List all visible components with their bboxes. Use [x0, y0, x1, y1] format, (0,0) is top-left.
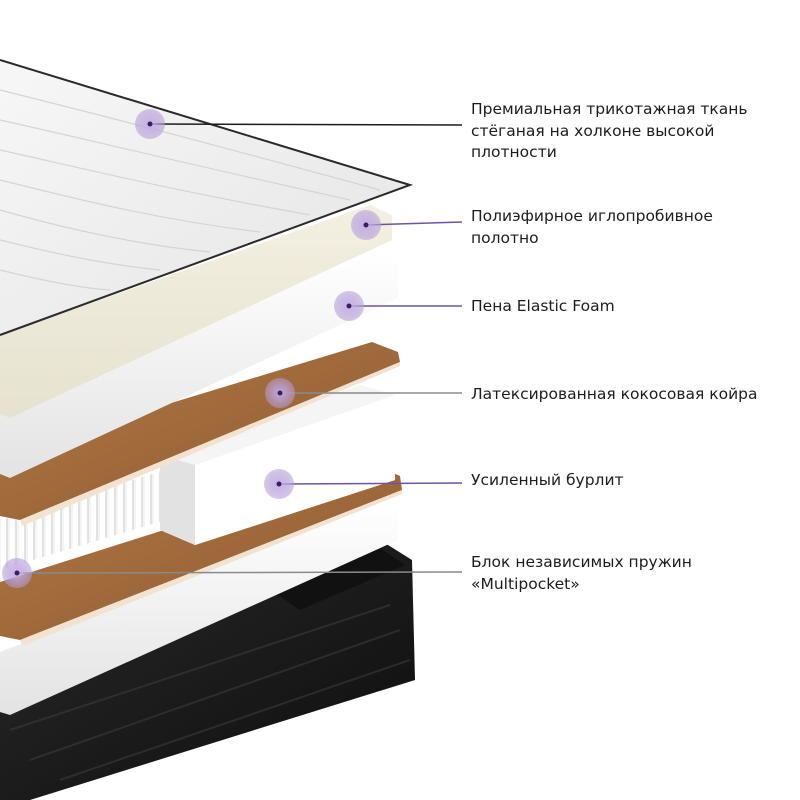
label-line: Блок независимых пружин: [471, 553, 692, 571]
label-line: полотно: [471, 228, 539, 247]
label-line: «Multipocket»: [471, 574, 580, 593]
leader-lines: [17, 123, 463, 574]
marker-quilted-fabric[interactable]: [135, 109, 165, 139]
label-spring-block: Блок независимых пружин «Multipocket»: [471, 552, 692, 595]
label-burlit: Усиленный бурлит: [471, 470, 624, 492]
label-line: Латексированная кокосовая койра: [471, 385, 758, 403]
marker-elastic-foam[interactable]: [334, 291, 364, 321]
label-coir: Латексированная кокосовая койра: [471, 384, 758, 406]
label-line: Полиэфирное иглопробивное: [471, 207, 713, 225]
polyester-layer: [0, 205, 392, 418]
quilted-fabric-layer: [0, 59, 414, 336]
label-polyester: Полиэфирное иглопробивное полотно: [471, 206, 713, 249]
label-line: плотности: [471, 143, 557, 161]
marker-coir[interactable]: [265, 378, 295, 408]
marker-spring-block[interactable]: [2, 558, 32, 588]
spring-block-layer: [0, 385, 395, 570]
upper-coir-layer: [0, 342, 400, 526]
black-base-layer: [0, 540, 415, 800]
label-quilted-fabric: Премиальная трикотажная ткань стёганая н…: [471, 99, 748, 164]
label-line: Пена Elastic Foam: [471, 297, 615, 315]
marker-burlit[interactable]: [264, 469, 294, 499]
bottom-foam-layer: [0, 503, 398, 715]
label-line: Премиальная трикотажная ткань: [471, 100, 748, 118]
label-line: Усиленный бурлит: [471, 471, 624, 489]
marker-polyester[interactable]: [351, 210, 381, 240]
elastic-foam-layer: [0, 252, 398, 478]
label-line: стёганая на холконе высокой: [471, 121, 715, 140]
label-elastic-foam: Пена Elastic Foam: [471, 296, 615, 318]
